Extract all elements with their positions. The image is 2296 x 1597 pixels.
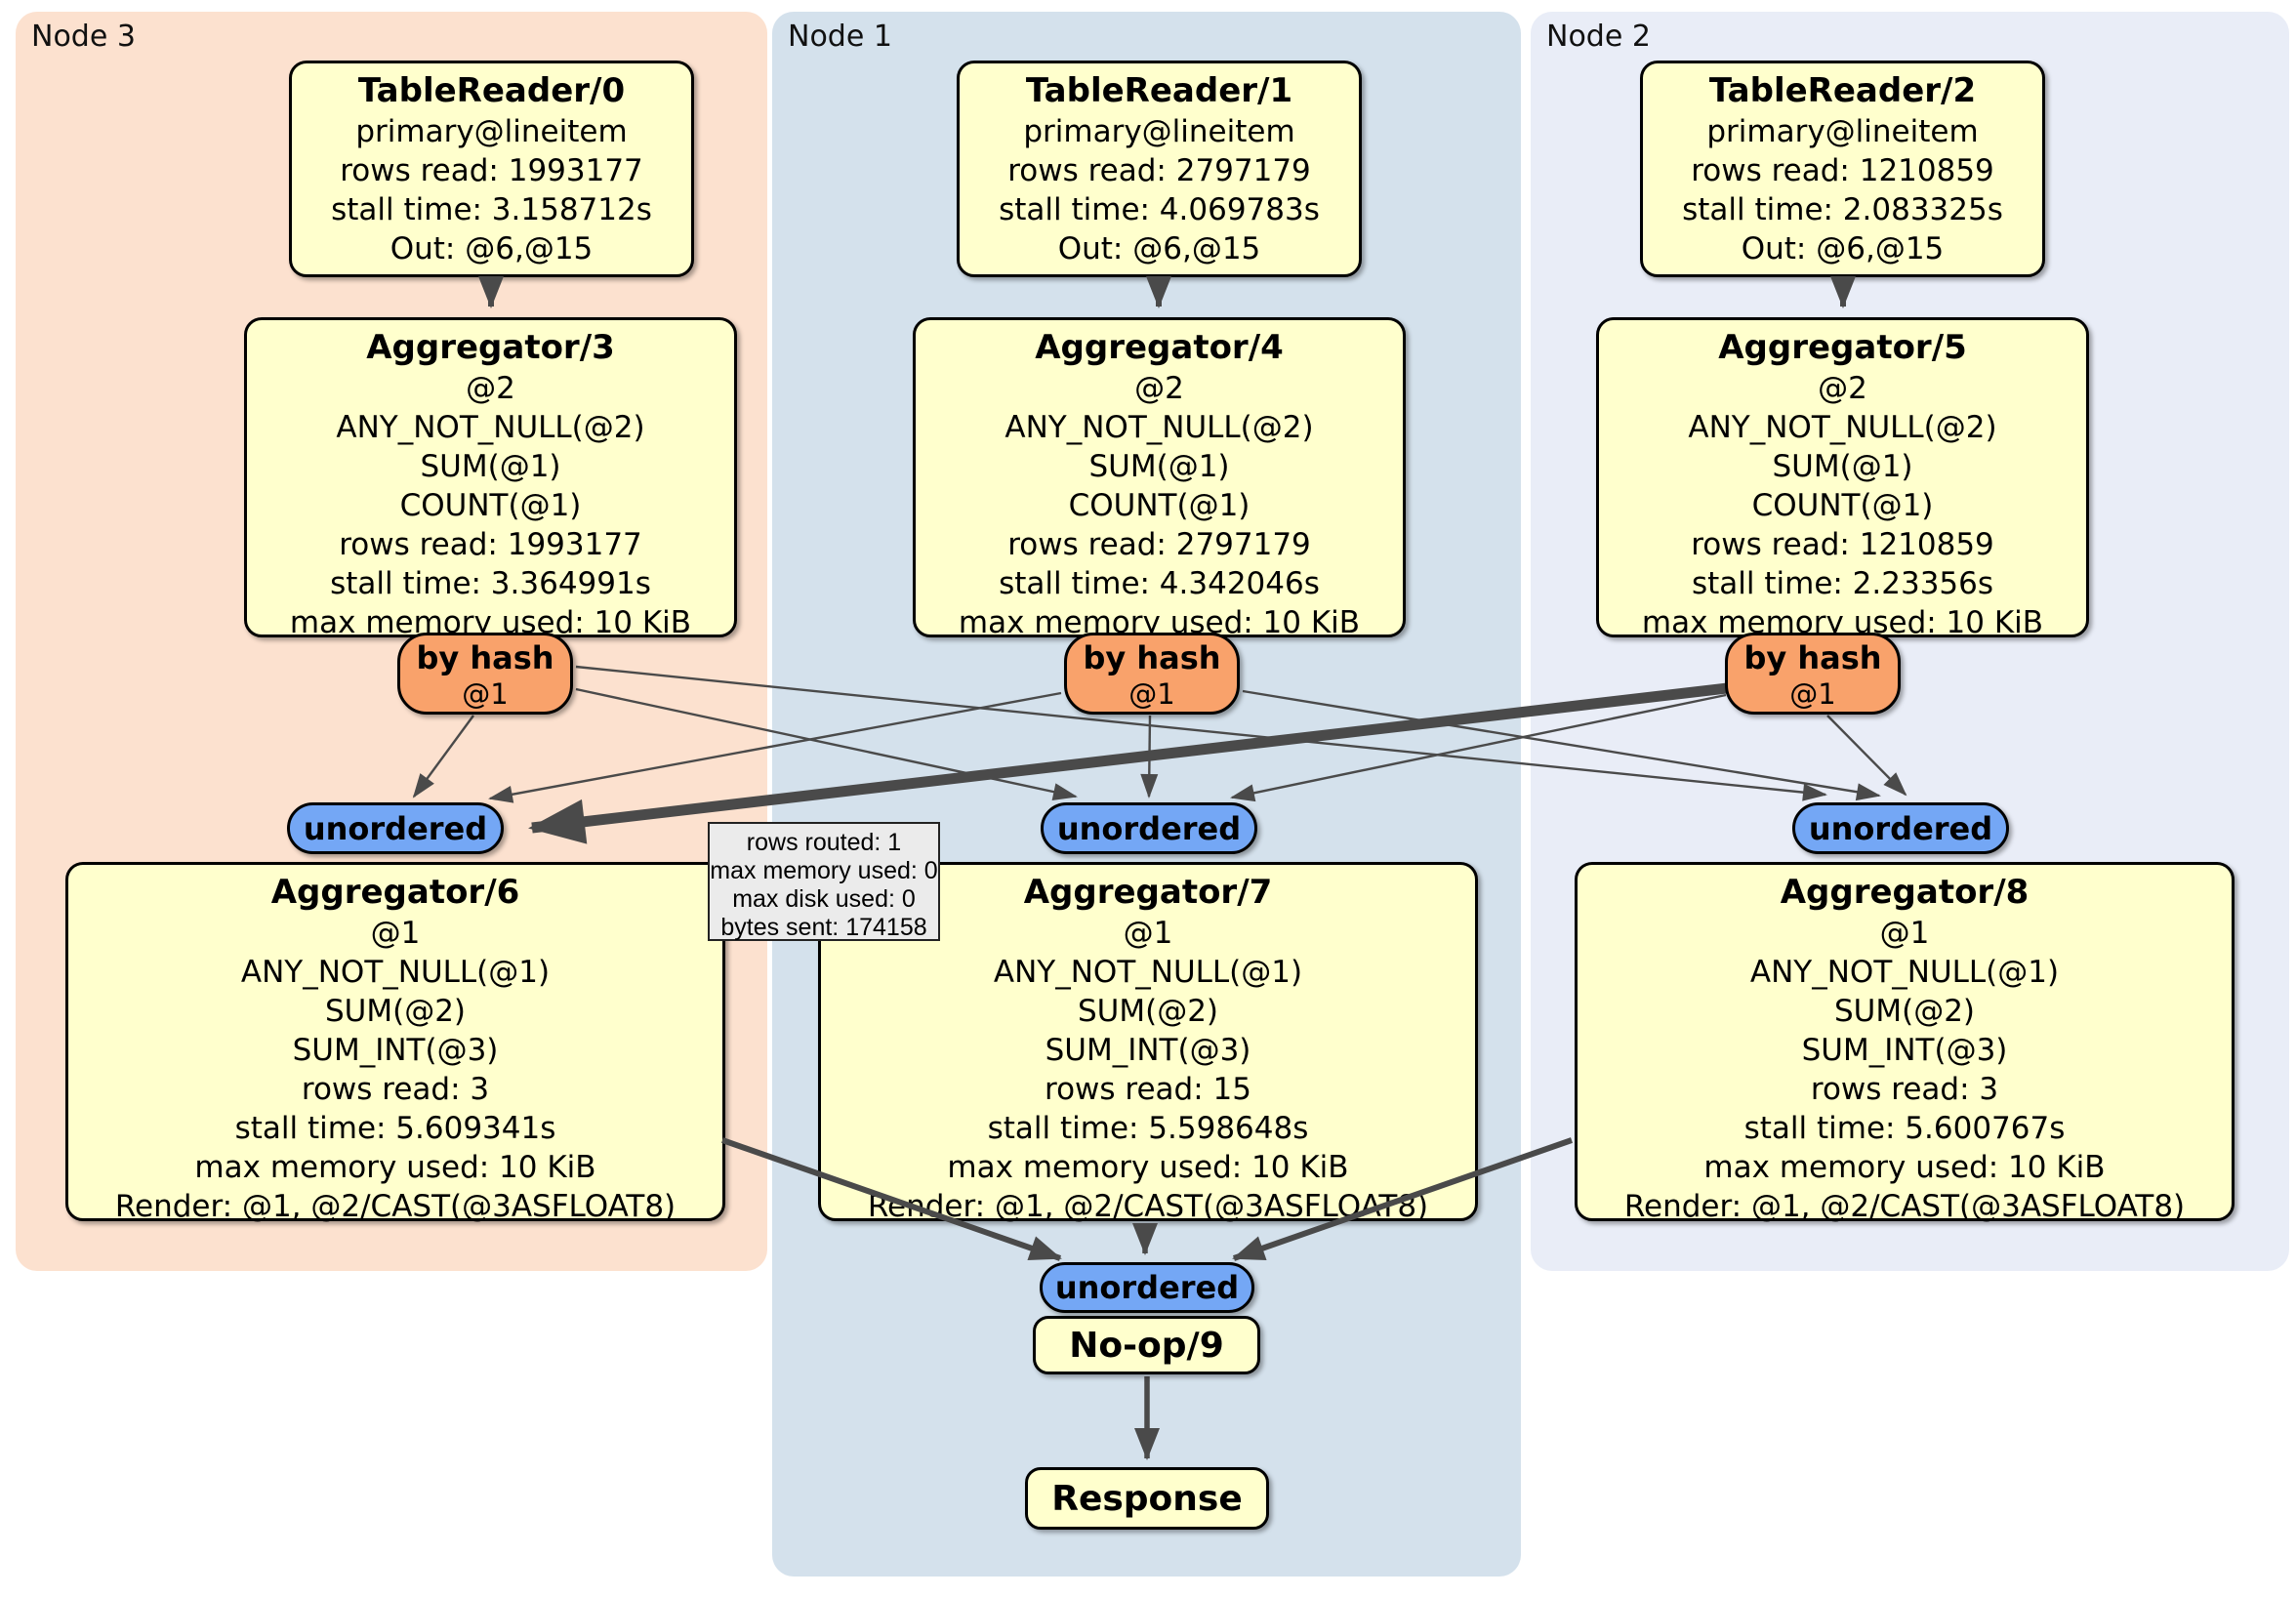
tablereader-0-box[interactable]: TableReader/0 primary@lineitem rows read… (289, 61, 694, 277)
edge-tooltip: rows routed: 1 max memory used: 0 max di… (708, 822, 940, 941)
unordered-sync-node3[interactable]: unordered (287, 802, 504, 854)
box-title: Aggregator/4 (1035, 328, 1284, 367)
response-box[interactable]: Response (1025, 1467, 1269, 1530)
aggregator-8-box[interactable]: Aggregator/8 @1 ANY_NOT_NULL(@1) SUM(@2)… (1575, 862, 2234, 1224)
panel-label-node1: Node 1 (788, 20, 892, 54)
tablereader-1-box[interactable]: TableReader/1 primary@lineitem rows read… (957, 61, 1362, 277)
aggregator-6-box[interactable]: Aggregator/6 @1 ANY_NOT_NULL(@1) SUM(@2)… (65, 862, 725, 1224)
by-hash-router-node2[interactable]: by hash @1 (1725, 633, 1901, 715)
unordered-sync-node1[interactable]: unordered (1041, 802, 1257, 854)
box-title: Aggregator/7 (1023, 873, 1273, 912)
panel-label-node3: Node 3 (31, 20, 136, 54)
noop-box[interactable]: No-op/9 (1033, 1316, 1260, 1374)
box-title: Aggregator/5 (1718, 328, 1967, 367)
box-title: TableReader/0 (357, 71, 626, 110)
panel-label-node2: Node 2 (1546, 20, 1651, 54)
box-title: TableReader/1 (1025, 71, 1293, 110)
unordered-sync-node2[interactable]: unordered (1792, 802, 2009, 854)
by-hash-router-node1[interactable]: by hash @1 (1064, 633, 1240, 715)
box-title: Aggregator/8 (1780, 873, 2030, 912)
aggregator-4-box[interactable]: Aggregator/4 @2 ANY_NOT_NULL(@2) SUM(@1)… (913, 317, 1406, 640)
tablereader-2-box[interactable]: TableReader/2 primary@lineitem rows read… (1640, 61, 2045, 277)
unordered-sync-final[interactable]: unordered (1040, 1262, 1254, 1313)
by-hash-router-node3[interactable]: by hash @1 (397, 633, 573, 715)
box-title: Aggregator/6 (270, 873, 520, 912)
aggregator-5-box[interactable]: Aggregator/5 @2 ANY_NOT_NULL(@2) SUM(@1)… (1596, 317, 2089, 640)
aggregator-3-box[interactable]: Aggregator/3 @2 ANY_NOT_NULL(@2) SUM(@1)… (244, 317, 737, 640)
box-title: Aggregator/3 (366, 328, 615, 367)
box-title: TableReader/2 (1708, 71, 1977, 110)
